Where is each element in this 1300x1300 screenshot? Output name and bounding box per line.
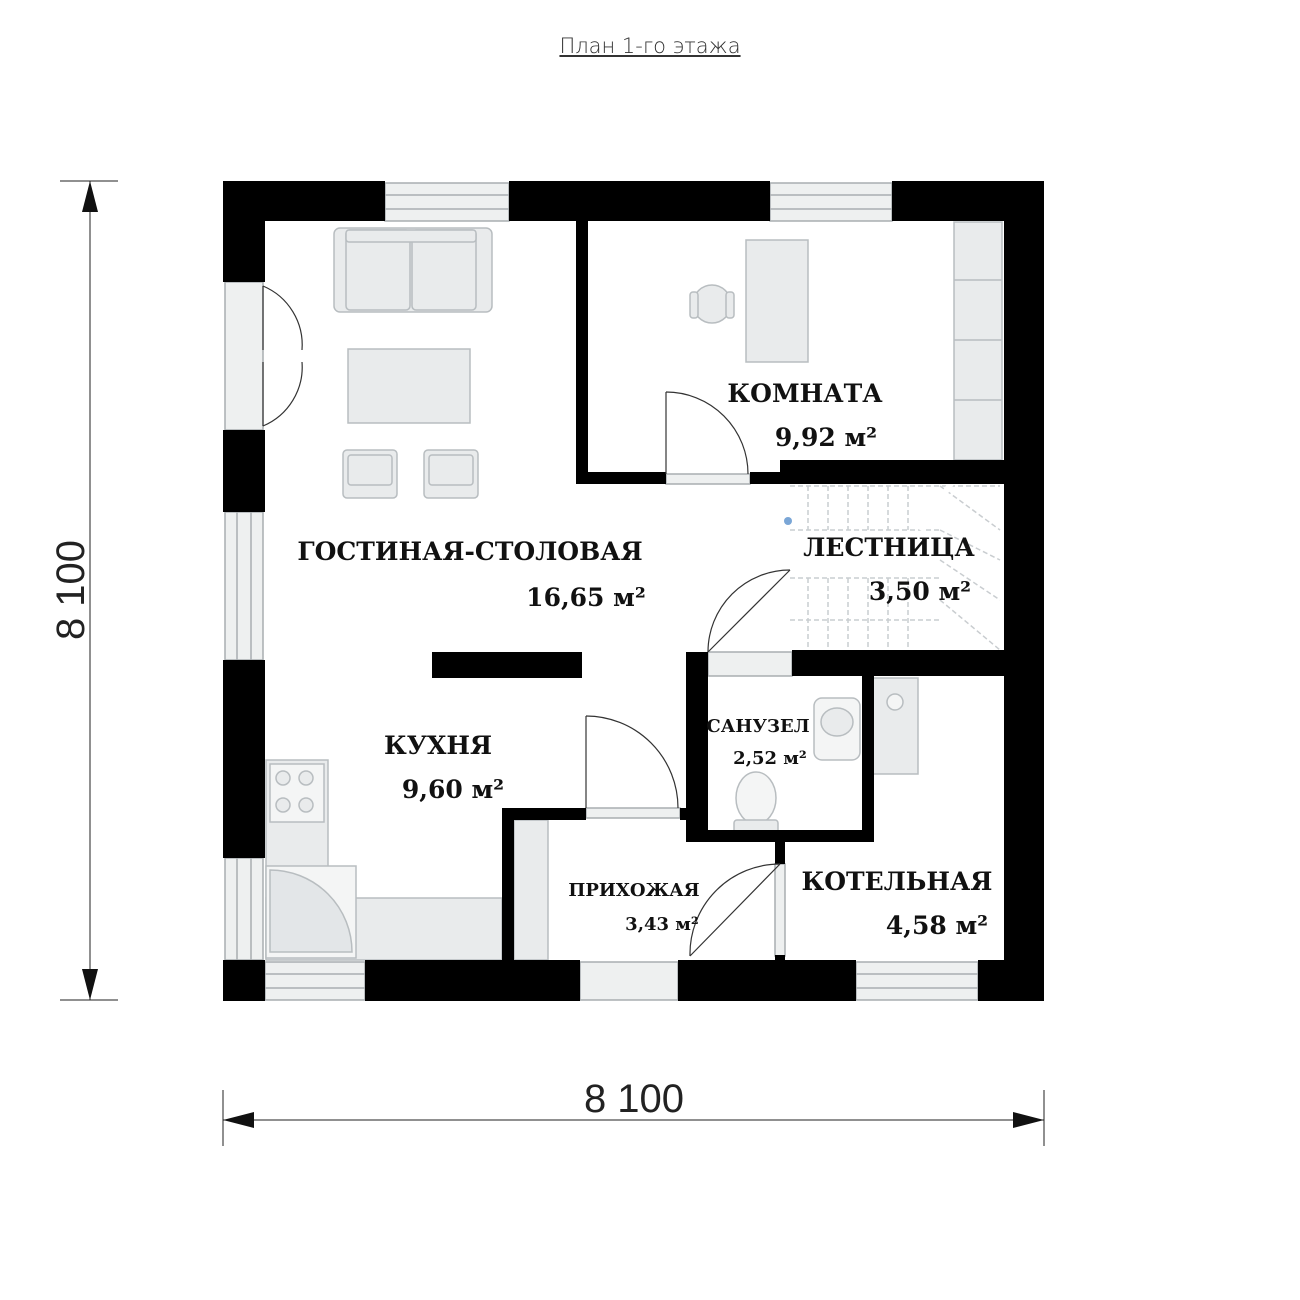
- window: [855, 961, 979, 1001]
- stair-start-marker: [784, 517, 792, 525]
- balcony-door: [262, 285, 303, 427]
- toilet: [733, 771, 779, 837]
- dining-chair: [342, 449, 398, 499]
- room-door: [665, 391, 749, 475]
- stove: [269, 763, 325, 823]
- doors: [262, 285, 791, 957]
- window: [224, 511, 264, 661]
- living-room-name: ГОСТИНАЯ-СТОЛОВАЯ: [297, 537, 642, 566]
- furniture: [265, 221, 1003, 961]
- room-name: КОМНАТА: [727, 379, 883, 408]
- stairs-area: 3,50 м²: [869, 577, 971, 606]
- arrow-down-icon: [82, 969, 98, 1000]
- kitchen-name: КУХНЯ: [384, 731, 492, 760]
- kitchen-door: [585, 715, 679, 809]
- living-room-area: 16,65 м²: [526, 583, 646, 612]
- sofa: [333, 227, 493, 313]
- arrow-left-icon: [223, 1112, 254, 1128]
- dimension-vertical: [60, 180, 118, 1001]
- arrow-up-icon: [82, 181, 98, 212]
- office-chair: [689, 284, 735, 324]
- dining-table: [347, 348, 471, 424]
- stairs-name: ЛЕСТНИЦА: [803, 533, 975, 562]
- page-title: План 1-го этажа: [559, 34, 741, 58]
- wardrobe: [953, 221, 1003, 461]
- arrow-right-icon: [1013, 1112, 1044, 1128]
- dining-chair: [423, 449, 479, 499]
- hall-name: ПРИХОЖАЯ: [568, 880, 699, 901]
- window: [264, 961, 366, 1001]
- kitchen-door-opening: [585, 807, 681, 819]
- boiler-door: [689, 863, 781, 957]
- boiler-name: КОТЕЛЬНАЯ: [802, 867, 993, 896]
- staircase: [790, 485, 1001, 651]
- sink: [813, 697, 861, 761]
- windows: [224, 182, 979, 1001]
- window: [769, 182, 893, 222]
- boiler-area: 4,58 м²: [886, 911, 988, 940]
- walls: [223, 181, 1044, 1001]
- room-door-opening: [665, 473, 751, 485]
- hall-wardrobe: [513, 819, 549, 961]
- kitchen-area: 9,60 м²: [402, 775, 504, 804]
- hall-area: 3,43 м²: [625, 914, 699, 935]
- bathroom-area: 2,52 м²: [733, 748, 807, 769]
- bathroom-name: САНУЗЕЛ: [706, 716, 809, 737]
- window: [384, 182, 510, 222]
- balcony-door-opening: [224, 281, 264, 431]
- entrance-opening: [579, 961, 679, 1001]
- desk: [745, 239, 809, 363]
- room-labels: ГОСТИНАЯ-СТОЛОВАЯ 16,65 м² КОМНАТА 9,92 …: [297, 379, 992, 940]
- boiler-door-opening: [774, 863, 786, 957]
- shower: [265, 865, 357, 959]
- width-dimension: 8 100: [584, 1077, 684, 1121]
- height-dimension: 8 100: [49, 540, 93, 640]
- dimension-horizontal: [222, 1090, 1045, 1146]
- room-area: 9,92 м²: [775, 423, 877, 452]
- bathroom-door: [707, 569, 791, 653]
- bath-door-opening: [707, 651, 793, 677]
- boiler: [871, 677, 919, 775]
- window: [224, 857, 264, 961]
